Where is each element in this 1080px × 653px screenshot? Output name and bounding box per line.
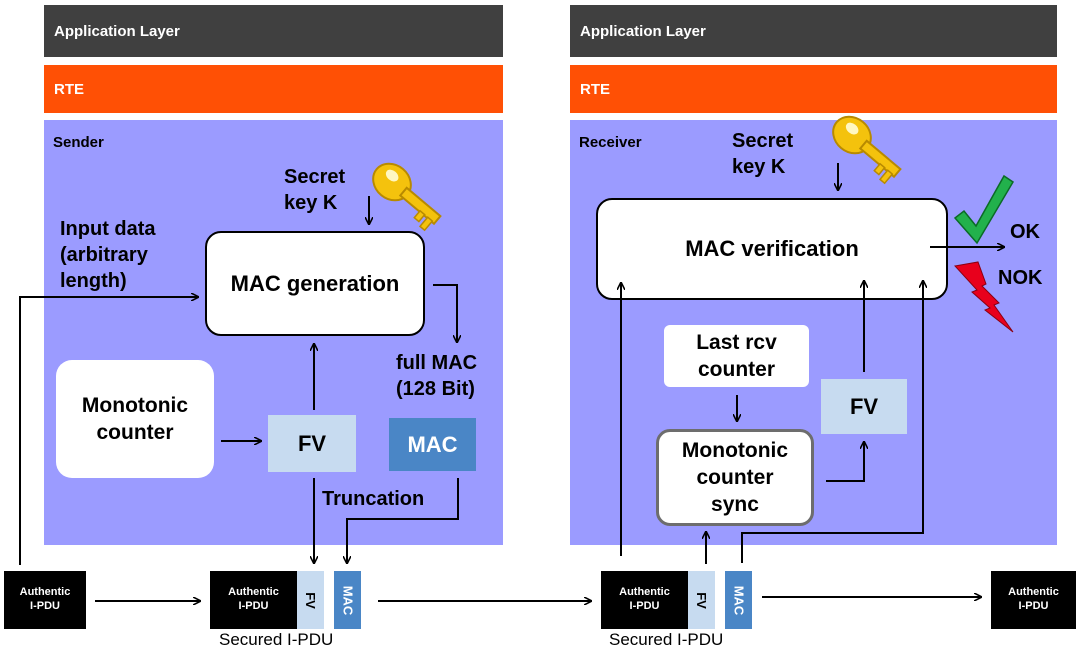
sender-panel-label: Sender: [53, 134, 104, 151]
macgen-to-fullmac-arrow: [433, 284, 457, 342]
receiver-rte-bar: RTE: [570, 65, 1057, 113]
receiver-app-layer-label: Application Layer: [580, 22, 706, 40]
monotonic-counter-label: Monotonic counter: [81, 393, 189, 444]
receiver-panel-label: Receiver: [579, 134, 642, 151]
key-icon: [832, 115, 902, 185]
authentic-pdu-input-label: Authentic I-PDU: [19, 586, 71, 612]
mac-generation-label: MAC generation: [230, 270, 400, 296]
monotonic-counter-sync-label: Monotonic counter sync: [681, 438, 789, 517]
last-rcv-counter-box: Last rcv counter: [664, 325, 809, 387]
sender-mac-box: MAC: [389, 418, 476, 471]
receiver-fv-label: FV: [849, 393, 879, 419]
key-icon: [372, 162, 442, 232]
secured-pdu-1-fv: FV: [297, 571, 324, 629]
rx-mac-to-verification-arrow: [741, 281, 923, 563]
authentic-pdu-output-label: Authentic I-PDU: [1008, 586, 1059, 612]
mac-generation-box: MAC generation: [205, 231, 425, 336]
last-rcv-counter-label: Last rcv counter: [696, 330, 777, 381]
mac-verification-box: MAC verification: [596, 198, 948, 300]
sender-rte-label: RTE: [54, 80, 84, 98]
sender-rte-bar: RTE: [44, 65, 503, 113]
sender-fv-label: FV: [297, 430, 327, 456]
secured-pdu-1-authentic-label: Authentic I-PDU: [228, 586, 279, 612]
monotonic-counter-box: Monotonic counter: [56, 360, 214, 478]
input-data-arrow: [19, 297, 198, 565]
secured-pdu-1-authentic: Authentic I-PDU: [210, 571, 297, 629]
secured-pdu-2-mac: MAC: [725, 571, 752, 629]
receiver-application-layer: Application Layer: [570, 5, 1057, 57]
authentic-pdu-output: Authentic I-PDU: [991, 571, 1076, 629]
secured-pdu-2-authentic: Authentic I-PDU: [601, 571, 688, 629]
secured-pdu-2-authentic-label: Authentic I-PDU: [619, 586, 670, 612]
truncation-label: Truncation: [322, 488, 425, 510]
sender-mac-label: MAC: [407, 431, 458, 457]
sender-fv-box: FV: [268, 415, 356, 472]
mac-verification-label: MAC verification: [685, 236, 859, 261]
receiver-fv-box: FV: [821, 379, 907, 434]
secured-pdu-2-caption: Secured I-PDU: [609, 630, 724, 649]
lightning-icon: [954, 261, 1014, 333]
sync-to-fv-arrow: [826, 442, 864, 482]
sender-application-layer: Application Layer: [44, 5, 503, 57]
ok-label: OK: [1010, 221, 1040, 243]
mac-truncation-arrow: [347, 478, 459, 563]
sender-secret-key-label: Secret key K: [284, 166, 346, 214]
secured-pdu-1-caption: Secured I-PDU: [219, 630, 334, 649]
monotonic-counter-sync-box: Monotonic counter sync: [656, 429, 814, 526]
sender-app-layer-label: Application Layer: [54, 22, 180, 40]
receiver-secret-key-label: Secret key K: [732, 130, 794, 178]
input-data-label: Input data (arbitrary length): [60, 218, 156, 292]
authentic-pdu-input: Authentic I-PDU: [4, 571, 86, 629]
nok-label: NOK: [998, 267, 1043, 289]
full-mac-label: full MAC (128 Bit): [396, 352, 478, 400]
receiver-rte-label: RTE: [580, 80, 610, 98]
checkmark-icon: [953, 174, 1015, 245]
secured-pdu-1-mac: MAC: [334, 571, 361, 629]
secured-pdu-2-fv: FV: [688, 571, 715, 629]
